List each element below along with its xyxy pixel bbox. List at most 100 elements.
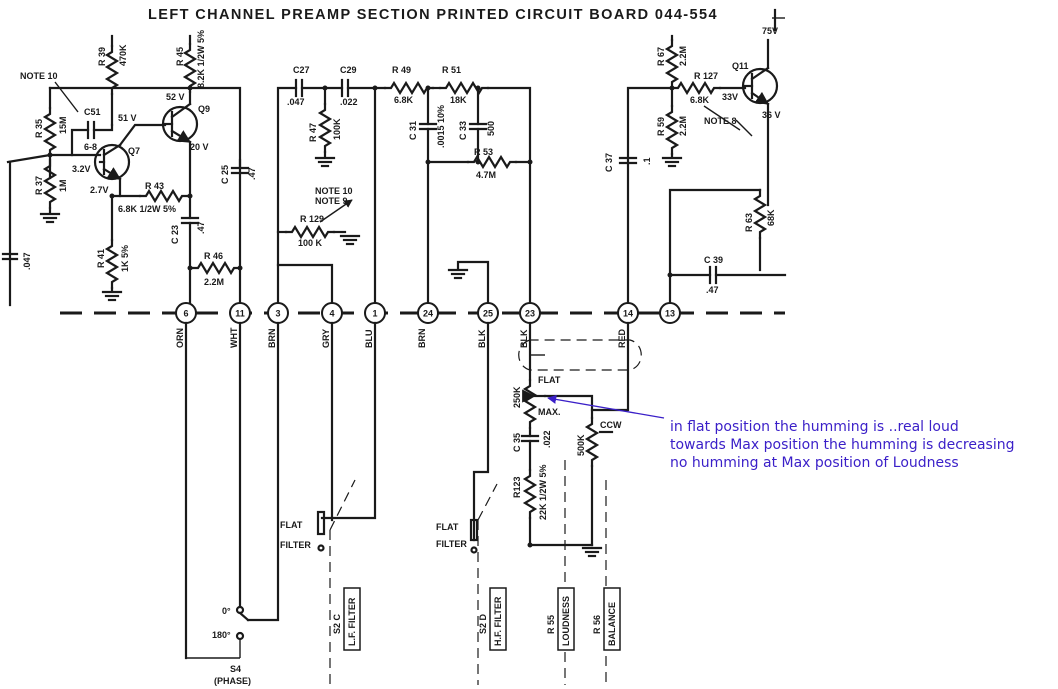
- wire-color-24: BRN: [417, 329, 427, 349]
- svg-text:.047: .047: [287, 97, 305, 107]
- terminal-13: 13: [665, 309, 675, 319]
- svg-text:Q11: Q11: [732, 61, 749, 71]
- wire-color-14: RED: [617, 328, 627, 348]
- svg-text:R 37: R 37: [34, 176, 44, 195]
- wire-color-25: BLK: [477, 329, 487, 348]
- terminal-14: 14: [623, 309, 633, 319]
- svg-text:6-8: 6-8: [84, 142, 97, 152]
- board-title: LEFT CHANNEL PREAMP SECTION PRINTED CIRC…: [148, 7, 718, 23]
- svg-text:33V: 33V: [722, 92, 738, 102]
- svg-text:NOTE 8: NOTE 8: [704, 116, 737, 126]
- svg-text:51 V: 51 V: [118, 113, 137, 123]
- terminal-3: 3: [275, 309, 280, 319]
- svg-text:68K: 68K: [766, 209, 776, 226]
- svg-text:0°: 0°: [222, 606, 231, 616]
- svg-text:R 35: R 35: [34, 119, 44, 138]
- svg-text:R 45: R 45: [175, 47, 185, 66]
- svg-text:C 31: C 31: [408, 121, 418, 140]
- svg-text:FLAT: FLAT: [280, 520, 303, 530]
- svg-text:NOTE 10: NOTE 10: [315, 186, 353, 196]
- svg-text:Q9: Q9: [198, 104, 210, 114]
- svg-text:R 41: R 41: [96, 249, 106, 268]
- terminal-11: 11: [235, 309, 245, 319]
- svg-text:FILTER: FILTER: [436, 539, 467, 549]
- wire-color-1: BLU: [364, 330, 374, 349]
- svg-text:2.7V: 2.7V: [90, 185, 109, 195]
- q7-q9-stage: [1, 34, 250, 315]
- svg-text:R 63: R 63: [744, 213, 754, 232]
- svg-text:500: 500: [486, 121, 496, 136]
- svg-text:C 37: C 37: [604, 153, 614, 172]
- svg-text:.047: .047: [22, 252, 32, 270]
- svg-text:180°: 180°: [212, 630, 231, 640]
- svg-text:470K: 470K: [118, 44, 128, 66]
- annotation-line-2: towards Max position the humming is decr…: [670, 437, 1014, 453]
- svg-text:FLAT: FLAT: [436, 522, 459, 532]
- svg-text:3.2V: 3.2V: [72, 164, 91, 174]
- svg-text:R 127: R 127: [694, 71, 718, 81]
- svg-text:.0015 10%: .0015 10%: [436, 105, 446, 148]
- svg-text:100 K: 100 K: [298, 238, 323, 248]
- svg-text:22K 1/2W 5%: 22K 1/2W 5%: [538, 464, 548, 520]
- svg-text:C 39: C 39: [704, 255, 723, 265]
- svg-text:.47: .47: [196, 221, 206, 234]
- terminal-6: 6: [183, 309, 188, 319]
- svg-text:6.8K: 6.8K: [394, 95, 414, 105]
- svg-text:C27: C27: [293, 65, 310, 75]
- wire-color-3: BRN: [267, 329, 277, 349]
- svg-text:FILTER: FILTER: [280, 540, 311, 550]
- svg-text:C 25: C 25: [220, 165, 230, 184]
- svg-text:.1: .1: [642, 157, 652, 165]
- terminal-4: 4: [329, 309, 334, 319]
- svg-text:NOTE 9: NOTE 9: [315, 196, 348, 206]
- svg-text:R 67: R 67: [656, 47, 666, 66]
- svg-text:500K: 500K: [576, 434, 586, 456]
- note10-a: NOTE 10: [20, 71, 58, 81]
- control-label-1: H.F. FILTER: [493, 596, 503, 646]
- q11-stage: [618, 34, 787, 315]
- svg-text:100K: 100K: [332, 118, 342, 140]
- annotation-line-3: no humming at Max position of Loudness: [670, 455, 959, 471]
- terminal-labels: 6ORN11WHT3BRN4GRY1BLU24BRN25BLK23BLK14RE…: [175, 309, 675, 349]
- wire-color-23: BLK: [519, 329, 529, 348]
- svg-text:R123: R123: [512, 476, 522, 498]
- off-board-wiring: [184, 321, 642, 685]
- control-label-0: L.F. FILTER: [347, 597, 357, 646]
- svg-text:75V: 75V: [762, 26, 778, 36]
- svg-text:2.2M: 2.2M: [678, 116, 688, 136]
- svg-text:MAX.: MAX.: [538, 407, 561, 417]
- svg-text:250K: 250K: [512, 386, 522, 408]
- svg-text:R 46: R 46: [204, 251, 223, 261]
- svg-text:R 53: R 53: [474, 147, 493, 157]
- svg-text:36 V: 36 V: [762, 110, 781, 120]
- svg-text:R 49: R 49: [392, 65, 411, 75]
- control-box-2: [557, 587, 575, 651]
- svg-text:18K: 18K: [450, 95, 467, 105]
- svg-text:(PHASE): (PHASE): [214, 676, 251, 686]
- svg-text:.47: .47: [706, 285, 719, 295]
- svg-text:R 43: R 43: [145, 181, 164, 191]
- svg-text:52 V: 52 V: [166, 92, 185, 102]
- control-ref-1: S2 D: [478, 613, 488, 634]
- svg-text:.022: .022: [542, 430, 552, 448]
- svg-text:.47: .47: [247, 167, 257, 180]
- terminal-23: 23: [525, 309, 535, 319]
- svg-text:2.2M: 2.2M: [678, 46, 688, 66]
- svg-text:1K 5%: 1K 5%: [120, 245, 130, 272]
- svg-text:.022: .022: [340, 97, 358, 107]
- annotation-arrow: [547, 394, 665, 419]
- control-label-2: LOUDNESS: [561, 596, 571, 646]
- control-box-1: [489, 587, 507, 651]
- control-ref-3: R 56: [592, 615, 602, 634]
- svg-text:15M: 15M: [58, 116, 68, 134]
- control-label-3: BALANCE: [607, 602, 617, 646]
- wire-color-6: ORN: [175, 328, 185, 348]
- svg-text:R 59: R 59: [656, 117, 666, 136]
- svg-text:C51: C51: [84, 107, 101, 117]
- svg-text:R 39: R 39: [97, 47, 107, 66]
- svg-text:2.2M: 2.2M: [204, 277, 224, 287]
- annotation-line-1: in flat position the humming is ..real l…: [670, 419, 959, 435]
- svg-text:6.8K 1/2W 5%: 6.8K 1/2W 5%: [118, 204, 176, 214]
